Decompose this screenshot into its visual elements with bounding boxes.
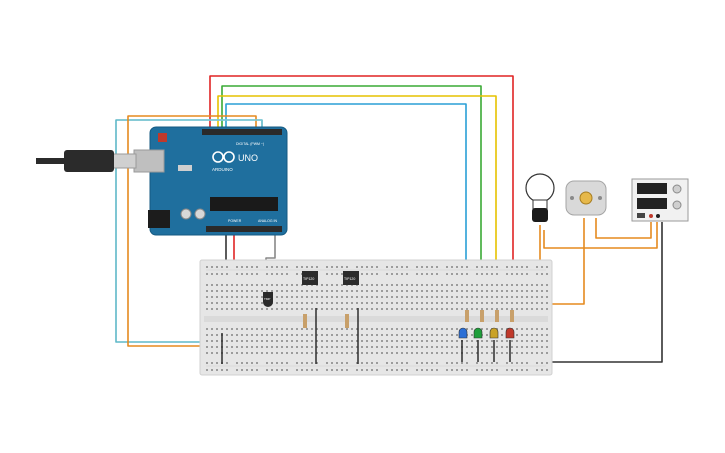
arduino-power-label: POWER bbox=[228, 219, 242, 223]
power-supply-icon[interactable] bbox=[631, 178, 689, 222]
wire-orange-supply[interactable] bbox=[543, 222, 658, 249]
resistor[interactable] bbox=[480, 310, 484, 322]
wire-black-supply[interactable] bbox=[524, 222, 663, 363]
led-1[interactable] bbox=[473, 327, 483, 339]
led-0[interactable] bbox=[458, 327, 468, 339]
arduino-logo-icon bbox=[212, 151, 235, 163]
resistor[interactable] bbox=[510, 310, 514, 322]
breadboard-holes bbox=[206, 266, 548, 371]
breadboard[interactable] bbox=[199, 259, 553, 376]
resistor[interactable] bbox=[345, 314, 349, 328]
resistors bbox=[303, 310, 514, 328]
wire-blue[interactable] bbox=[225, 103, 467, 290]
light-bulb-icon[interactable] bbox=[525, 173, 555, 222]
arduino-uno[interactable]: UNO ARDUINO DIGITAL (PWM ~) ANALOG IN PO… bbox=[133, 126, 288, 236]
tip120-label-1: TIP120 bbox=[303, 277, 314, 281]
wire-red[interactable] bbox=[209, 75, 514, 290]
usb-cable-icon[interactable] bbox=[36, 150, 137, 172]
dc-motor-icon[interactable] bbox=[565, 180, 607, 216]
reset-button[interactable] bbox=[158, 133, 167, 142]
resistor[interactable] bbox=[303, 314, 307, 328]
arduino-analog-label: ANALOG IN bbox=[258, 219, 278, 223]
led-2[interactable] bbox=[489, 327, 499, 339]
arduino-model-label: UNO bbox=[238, 153, 258, 163]
wire-green[interactable] bbox=[221, 85, 482, 290]
wire-yellow[interactable] bbox=[217, 95, 497, 290]
led-row bbox=[458, 327, 515, 339]
arduino-digital-label: DIGITAL (PWM ~) bbox=[236, 142, 264, 146]
temperature-sensor-label: TMP bbox=[264, 297, 270, 301]
temperature-sensor[interactable]: TMP bbox=[263, 292, 273, 307]
ground-jumpers bbox=[221, 308, 511, 364]
resistor[interactable] bbox=[495, 310, 499, 322]
tip120-transistor-1[interactable]: TIP120 bbox=[302, 271, 318, 285]
wire-orange-supply2[interactable] bbox=[595, 218, 652, 239]
atmega-chip bbox=[210, 197, 278, 211]
tip120-transistor-2[interactable]: TIP120 bbox=[343, 271, 359, 285]
resistor[interactable] bbox=[465, 310, 469, 322]
led-3[interactable] bbox=[505, 327, 515, 339]
arduino-brand-label: ARDUINO bbox=[212, 167, 233, 172]
tip120-label-2: TIP120 bbox=[344, 277, 355, 281]
